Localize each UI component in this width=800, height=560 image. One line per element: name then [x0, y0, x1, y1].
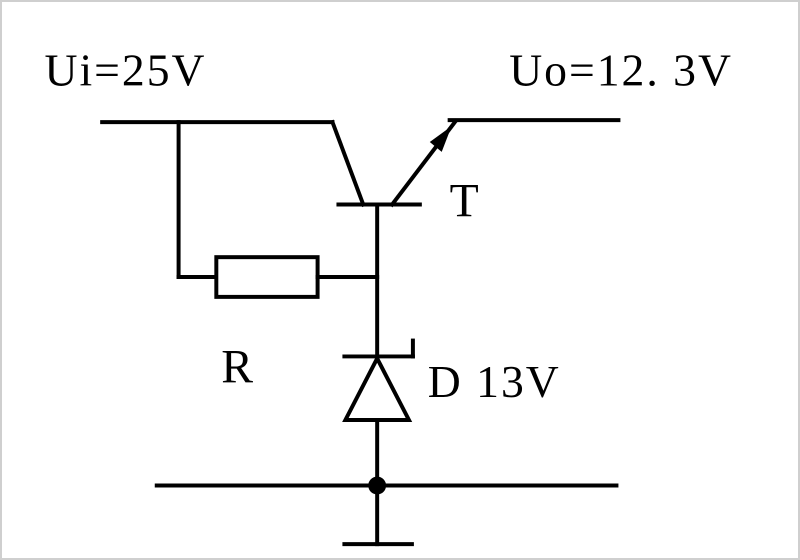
diode-label: D 13V: [428, 356, 561, 407]
resistor-label: R: [221, 341, 255, 393]
output-voltage-label: Uo=12. 3V: [509, 44, 733, 95]
emitter-arrow-icon: [429, 126, 452, 152]
resistor-body: [214, 255, 320, 299]
transistor-collector-line: [329, 119, 366, 208]
transistor-label: T: [450, 175, 481, 227]
input-voltage-label: Ui=25V: [45, 44, 207, 95]
zener-triangle: [342, 354, 413, 422]
